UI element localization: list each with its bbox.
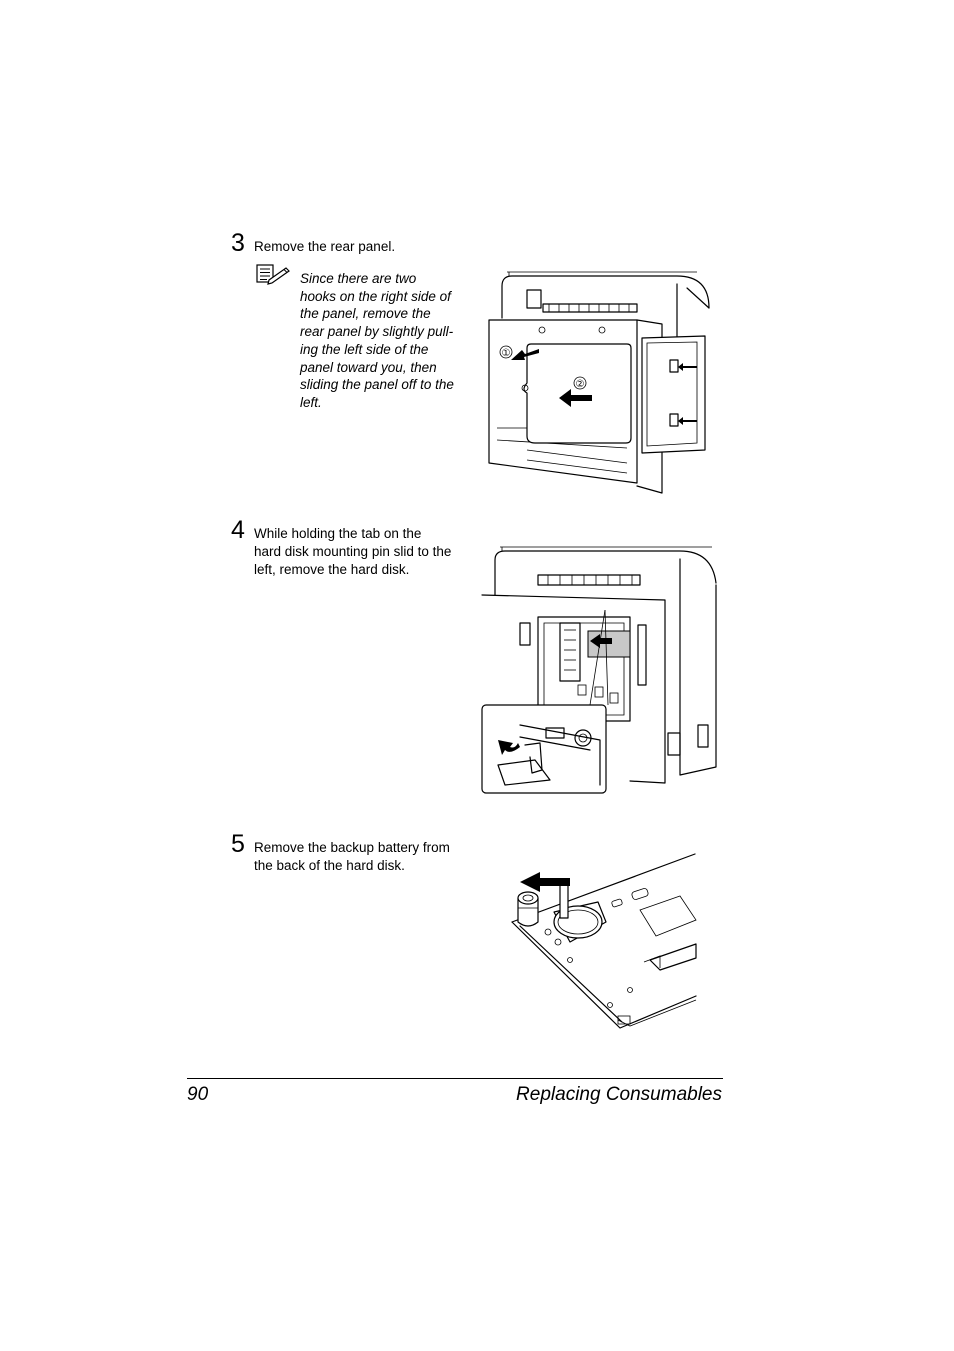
note-line: ing the left side of the (300, 341, 429, 357)
step-4-number: 4 (231, 516, 245, 544)
step-4-line: left, remove the hard disk. (254, 562, 410, 577)
footer-rule (187, 1078, 723, 1079)
step-4-text: While holding the tab on the hard disk m… (254, 525, 451, 579)
step-5-line: Remove the backup battery from (254, 840, 450, 855)
note-pencil-icon (256, 264, 290, 285)
step-3-number: 3 (231, 229, 245, 257)
hard-disk-removal-illustration (481, 546, 717, 794)
note-line: panel toward you, then (300, 359, 437, 375)
note-line: left. (300, 394, 322, 410)
step-5-line: the back of the hard disk. (254, 858, 405, 873)
note-line: Since there are two (300, 271, 417, 286)
step-4-line: While holding the tab on the (254, 526, 422, 541)
step-3-text: Remove the rear panel. (254, 239, 396, 254)
note-text: Since there are two hooks on the right s… (300, 270, 470, 412)
rear-panel-illustration: ① ② (488, 271, 710, 494)
battery-removal-illustration (511, 853, 697, 1029)
note-line: rear panel by slightly pull- (300, 324, 454, 340)
callout-2: ② (576, 379, 585, 390)
step-5-number: 5 (231, 830, 245, 858)
note-line: sliding the panel off to the (300, 377, 454, 393)
step-4-line: hard disk mounting pin slid to the (254, 544, 452, 559)
note-line: the panel, remove the (300, 306, 431, 322)
page-number: 90 (187, 1084, 209, 1105)
note-line: hooks on the right side of (300, 288, 451, 304)
step-5-text: Remove the backup battery from the back … (254, 839, 450, 875)
section-title: Replacing Consumables (516, 1084, 722, 1105)
callout-1: ① (502, 348, 511, 359)
